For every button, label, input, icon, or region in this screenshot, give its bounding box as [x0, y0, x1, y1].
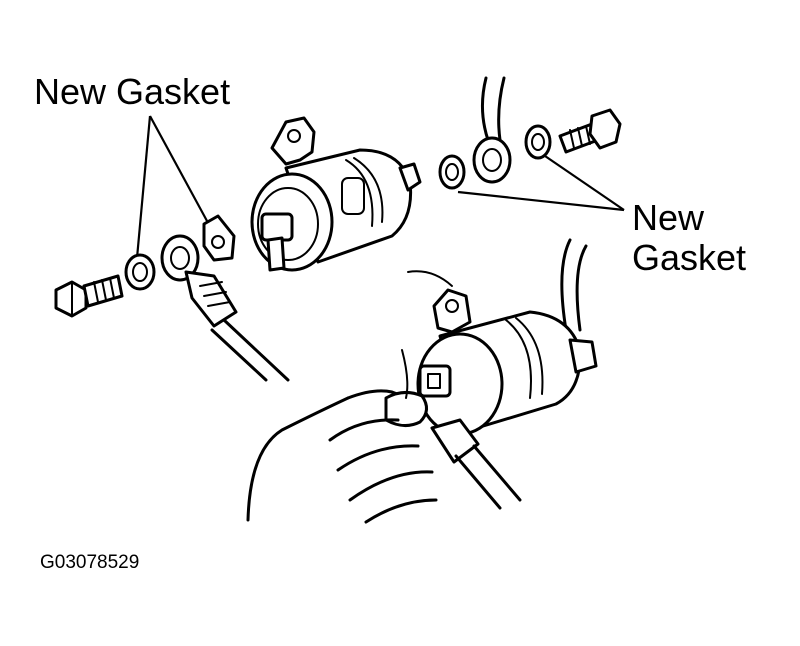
union-bolt-left [54, 274, 124, 318]
leader-lines-right [457, 155, 625, 212]
fuel-filter-removed [250, 116, 422, 272]
new-gasket-callout-right-line2: Gasket [632, 237, 747, 278]
union-bolt-right [558, 108, 622, 154]
fuel-line-right-upper [472, 76, 512, 184]
new-gasket-callout-left: New Gasket [34, 71, 231, 112]
gasket-right-inner [438, 154, 466, 190]
fuel-line-left [160, 234, 290, 382]
fuel-filter-installed [416, 238, 598, 510]
gasket-left [124, 253, 156, 291]
hand [246, 270, 453, 524]
gasket-tab-left [202, 214, 236, 262]
figure-code: G03078529 [40, 552, 140, 573]
new-gasket-callout-right: New Gasket [632, 198, 746, 278]
gasket-right-outer [524, 124, 552, 160]
leader-lines-left [135, 115, 214, 259]
new-gasket-callout-right-line1: New [632, 197, 705, 238]
